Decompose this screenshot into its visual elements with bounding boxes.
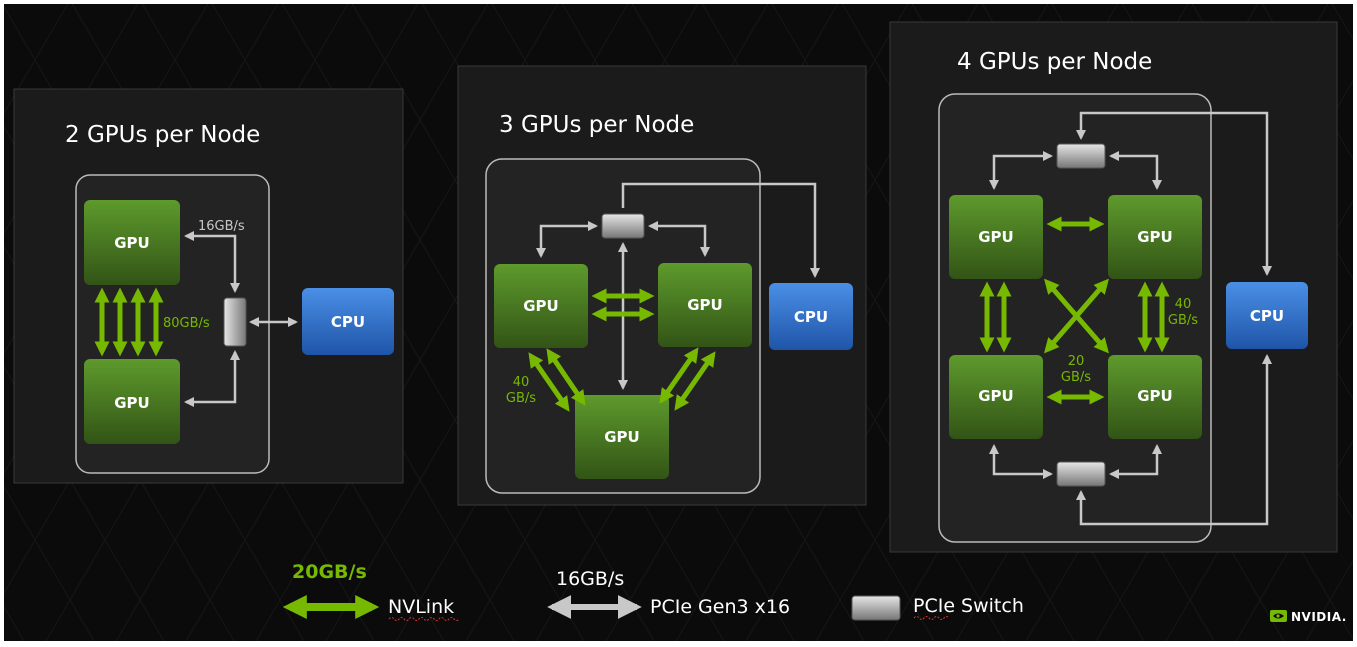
gpu-block: GPU (658, 263, 752, 347)
gpu-block: GPU (494, 264, 588, 348)
cpu-block: CPU (302, 288, 394, 355)
legend-switch-label: PCIe Switch (913, 595, 1024, 617)
nvlink-bandwidth-unit: GB/s (1061, 370, 1091, 385)
gpu-label: GPU (523, 297, 559, 315)
gpu-label: GPU (114, 394, 150, 412)
gpu-block: GPU (1108, 195, 1202, 279)
nvlink-arrow (979, 216, 1170, 405)
nvlink-bandwidth-unit: GB/s (1168, 313, 1198, 328)
pcie-switch (601, 213, 645, 239)
gpu-label: GPU (604, 428, 640, 446)
gpu-label: GPU (114, 234, 150, 252)
cpu-block: CPU (1226, 282, 1308, 349)
nvidia-wordmark: NVIDIA. (1291, 610, 1347, 624)
panel-title: 4 GPUs per Node (957, 49, 1152, 75)
nvlink-arrow (528, 288, 716, 412)
legend-pcie-label: PCIe Gen3 x16 (650, 596, 790, 618)
pcie-switch (223, 297, 247, 347)
cpu-label: CPU (331, 313, 365, 331)
panel-two-gpus: 2 GPUs per Node GPU GPU 80GB/s 16GB/s (13, 88, 404, 484)
gpu-block: GPU (949, 195, 1043, 279)
nvlink-bandwidth-unit: GB/s (506, 391, 536, 406)
legend-nvlink-bandwidth: 20GB/s (292, 561, 367, 583)
gpu-label: GPU (687, 296, 723, 314)
panel-title: 3 GPUs per Node (499, 112, 694, 138)
gpu-block: GPU (84, 200, 180, 285)
gpu-label: GPU (1137, 387, 1173, 405)
nvlink-bandwidth-label: 20 (1068, 354, 1085, 369)
gpu-block: GPU (949, 355, 1043, 439)
cpu-label: CPU (794, 308, 828, 326)
panel-title: 2 GPUs per Node (65, 122, 260, 148)
gpu-block: GPU (84, 359, 180, 444)
legend-switch-icon (851, 595, 901, 621)
nvlink-bandwidth-label: 40 (513, 375, 530, 390)
nvlink-bandwidth-label: 40 (1175, 297, 1192, 312)
gpu-label: GPU (978, 228, 1014, 246)
pcie-link (184, 231, 298, 407)
pcie-switch (1056, 143, 1106, 169)
cpu-block: CPU (769, 283, 853, 350)
gpu-block: GPU (575, 395, 669, 479)
legend: 20GB/s NVLink 16GB/s PCIe Gen3 x16 PCIe … (282, 561, 1024, 621)
panel-three-gpus: 3 GPUs per Node GPU GPU GPU (457, 65, 867, 506)
cpu-label: CPU (1250, 307, 1284, 325)
nvlink-bandwidth-label: 80GB/s (163, 316, 210, 331)
pcie-switch (1056, 461, 1106, 487)
legend-pcie-bandwidth: 16GB/s (556, 568, 624, 590)
legend-nvlink-label: NVLink (388, 596, 454, 618)
nvidia-logo: NVIDIA. (1270, 610, 1347, 624)
gpu-block: GPU (1108, 355, 1202, 439)
pcie-bandwidth-label: 16GB/s (198, 219, 245, 234)
gpu-label: GPU (1137, 228, 1173, 246)
spellcheck-underline (388, 617, 460, 621)
nvlink-arrow (94, 287, 164, 357)
pcie-link (989, 111, 1272, 526)
nvidia-eye-icon (1270, 610, 1287, 622)
gpu-label: GPU (978, 387, 1014, 405)
panel-four-gpus: 4 GPUs per Node GPU GPU GPU GPU (889, 21, 1338, 553)
